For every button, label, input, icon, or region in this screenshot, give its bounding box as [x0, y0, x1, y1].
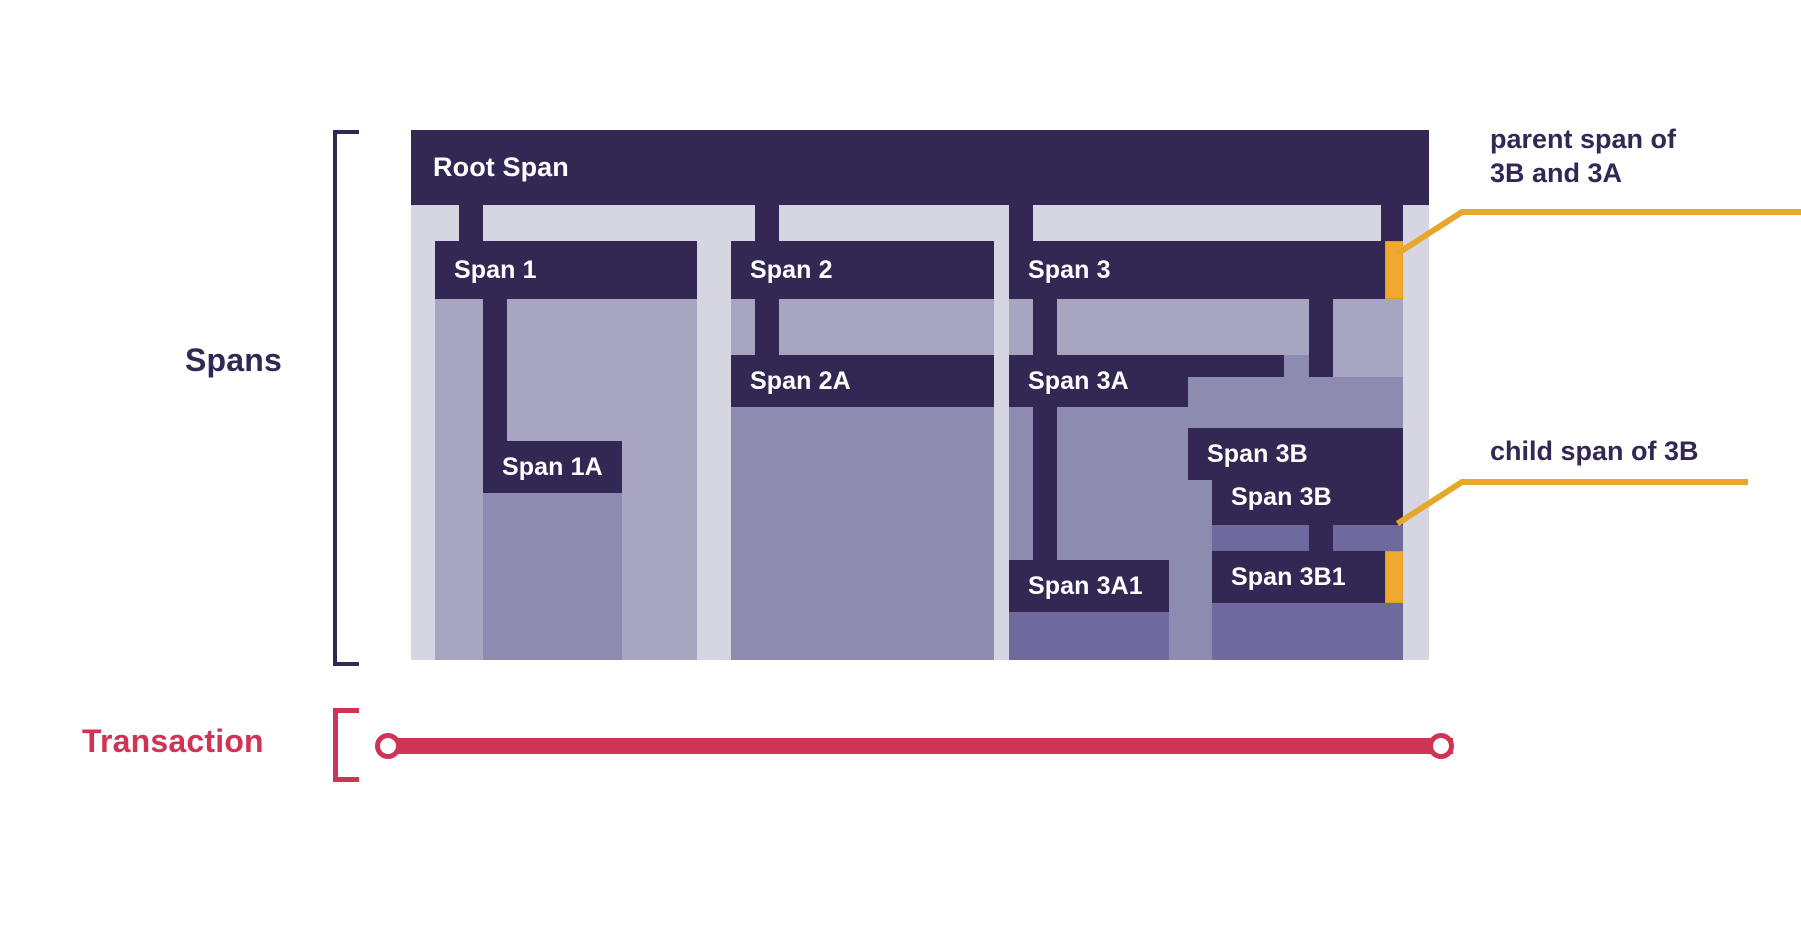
connector-span3b-stub — [1309, 525, 1333, 551]
transaction-bracket — [333, 708, 359, 782]
transaction-end-endpoint-icon[interactable] — [1428, 733, 1454, 759]
spans-section-label: Spans — [185, 342, 283, 378]
child-span-highlight-marker[interactable] — [1385, 551, 1403, 603]
connector-span3-to-span3a — [1033, 299, 1057, 355]
span-1a-header[interactable]: Span 1A — [483, 441, 622, 493]
spans-bracket — [333, 130, 359, 666]
span-2a-header[interactable]: Span 2A — [731, 355, 994, 407]
span-3b1-header[interactable]: Span 3B1 — [1212, 551, 1403, 603]
span-3a1-header[interactable]: Span 3A1 — [1009, 560, 1169, 612]
child-callout-leader-line — [1395, 479, 1748, 527]
connector-root-to-span3 — [1009, 205, 1033, 241]
spans-panel: Root Span Span 1 Span 1A Span 2 Span 2A … — [411, 130, 1429, 660]
span-3-header[interactable]: Span 3 — [1009, 241, 1403, 299]
transaction-section-label: Transaction — [82, 723, 264, 759]
span-3b-header-overlay[interactable]: Span 3B — [1212, 470, 1403, 525]
parent-span-highlight-marker[interactable] — [1385, 241, 1403, 299]
connector-span3a-to-span3a1 — [1033, 407, 1057, 560]
connector-root-to-span1 — [459, 205, 483, 241]
child-callout-text: child span of 3B — [1490, 436, 1699, 466]
span-2-header[interactable]: Span 2 — [731, 241, 994, 299]
parent-callout-text: parent span of 3B and 3A — [1490, 124, 1677, 189]
connector-span2-to-span2a — [755, 299, 779, 355]
connector-span1-to-span1a — [483, 299, 507, 441]
span-root-header[interactable]: Root Span — [411, 130, 1429, 205]
transaction-duration-bar[interactable] — [383, 738, 1453, 754]
span-1-header[interactable]: Span 1 — [435, 241, 697, 299]
connector-root-to-span2 — [755, 205, 779, 241]
transaction-start-endpoint-icon[interactable] — [375, 733, 401, 759]
parent-callout-leader-line — [1395, 209, 1801, 257]
connector-root-right-edge — [1381, 205, 1403, 241]
